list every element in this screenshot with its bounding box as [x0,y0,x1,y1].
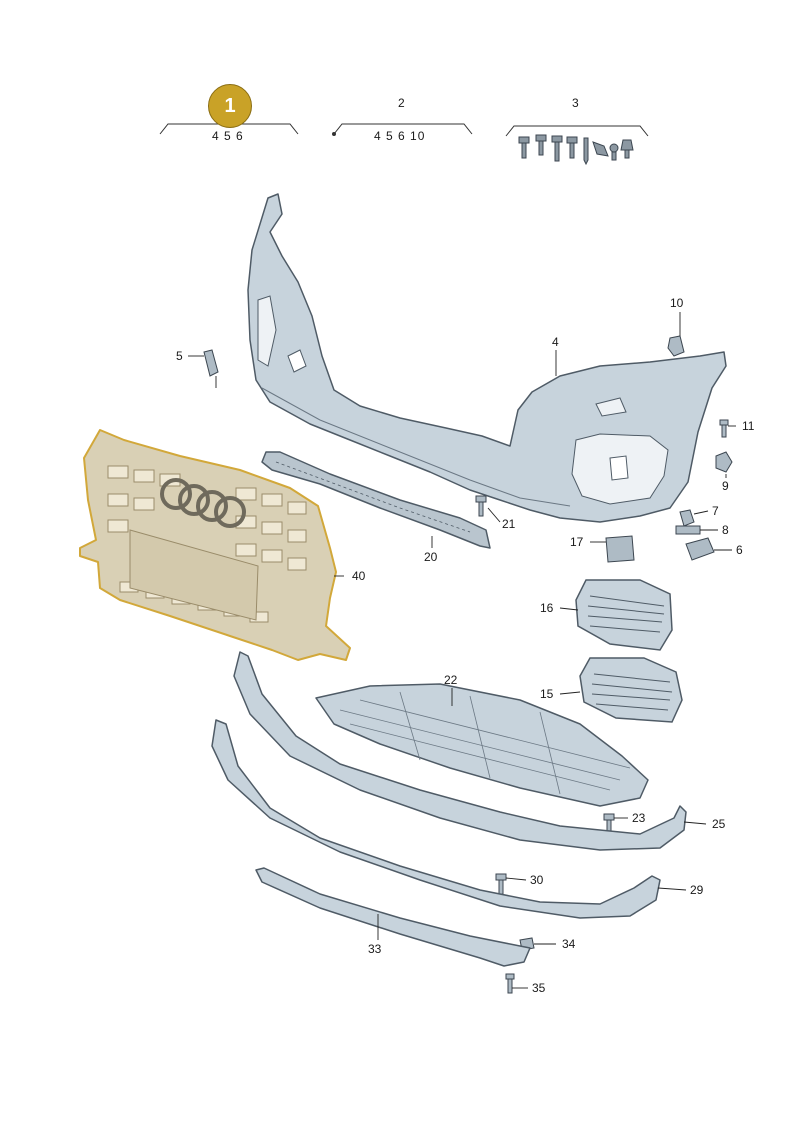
assembly-3-number[interactable]: 3 [572,96,579,110]
leader-lines [188,312,736,989]
callout-33[interactable]: 33 [368,942,382,956]
callout-22[interactable]: 22 [444,673,458,687]
assembly-badge-1[interactable]: 1 [208,84,252,128]
clip-10 [667,335,685,357]
spoiler-upper [233,651,687,851]
callout-17[interactable]: 17 [570,535,584,549]
callout-40[interactable]: 40 [352,569,366,583]
callout-5[interactable]: 5 [176,349,183,363]
callout-15[interactable]: 15 [540,687,554,701]
callout-20[interactable]: 20 [424,550,438,564]
callout-8[interactable]: 8 [722,523,729,537]
clip-9 [715,451,733,473]
callout-6[interactable]: 6 [736,543,743,557]
underbody-panel [315,683,649,807]
small-parts [203,335,733,994]
nut-17 [605,535,635,563]
assembly-2-number[interactable]: 2 [398,96,405,110]
callout-11[interactable]: 11 [742,419,755,433]
callout-10[interactable]: 10 [670,296,684,310]
spoiler-lower [211,719,661,919]
callout-30[interactable]: 30 [530,873,544,887]
callout-34[interactable]: 34 [562,937,576,951]
trim-strip [255,867,531,967]
callout-16[interactable]: 16 [540,601,554,615]
towing-eye-cover-right [685,537,715,561]
assembly-1-components: 4 5 6 [212,129,244,143]
callout-9[interactable]: 9 [722,479,729,493]
fog-lamp-grille-upper [575,579,673,651]
towing-eye-cover-left [203,349,219,377]
callout-23[interactable]: 23 [632,811,646,825]
fastener-set-icon [518,134,634,166]
callout-4[interactable]: 4 [552,335,559,349]
bumper-cover [247,193,727,523]
callout-29[interactable]: 29 [690,883,704,897]
fog-lamp-grille-lower [579,657,683,723]
assembly-2-components: 4 5 6 10 [374,129,426,143]
callout-35[interactable]: 35 [532,981,546,995]
callout-7[interactable]: 7 [712,504,719,518]
callout-25[interactable]: 25 [712,817,726,831]
lower-grille-insert [261,451,491,549]
radiator-grille [79,429,351,661]
callout-21[interactable]: 21 [502,517,516,531]
four-rings-emblem-icon [160,478,246,528]
